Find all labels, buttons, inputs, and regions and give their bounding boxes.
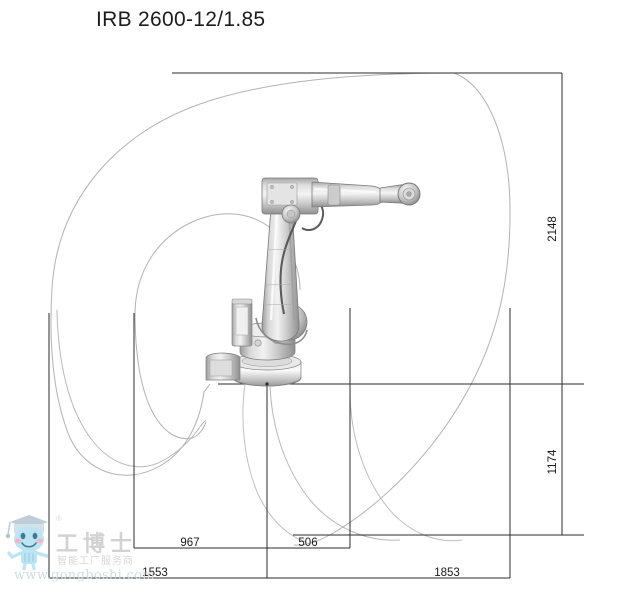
dim-label-967: 967: [180, 537, 199, 549]
tool-flange-core: [406, 191, 412, 197]
dim-label-1174: 1174: [547, 449, 559, 474]
dim-label-2148: 2148: [547, 216, 559, 242]
robot-elbow-housing: [261, 177, 325, 231]
dimension-labels-group: 2148 1174 967 506 1553 1853: [142, 216, 559, 579]
wrist-collar: [327, 184, 341, 206]
elbow-bolt-4: [290, 200, 294, 204]
turntable-bolt-1: [254, 339, 262, 347]
robot-upright-cabinet: [231, 298, 253, 347]
robot-wrist: [379, 182, 421, 206]
envelope-outer-right: [293, 72, 511, 546]
dim-label-1853: 1853: [434, 567, 460, 579]
dim-label-1553: 1553: [142, 567, 168, 579]
cabinet-cap: [231, 298, 253, 305]
elbow-pivot-core: [286, 209, 296, 219]
shoulder-bracket: [255, 317, 308, 346]
arm-rib-3: [263, 303, 298, 306]
elbow-bolt-3: [270, 200, 274, 204]
lower-arm-shadow: [288, 211, 295, 321]
envelope-inner-bottom: [349, 389, 463, 542]
arm-rib-1: [267, 248, 294, 251]
envelope-inner-lower: [134, 311, 207, 440]
cabinet-window: [235, 306, 249, 336]
envelope-below-base-right: [269, 385, 401, 541]
upper-arm-body: [311, 181, 385, 208]
motor-box-face: [209, 359, 233, 377]
elbow-bolt-1: [270, 185, 274, 189]
envelope-outer-boundary: [50, 72, 455, 476]
page-title: IRB 2600-12/1.85: [96, 8, 266, 31]
dimension-lines-group: [48, 72, 584, 579]
upper-arm-highlight: [313, 187, 377, 194]
lower-arm-highlight: [269, 209, 279, 321]
envelope-inner-arc-2: [56, 309, 207, 468]
robot-lower-arm: [261, 196, 300, 342]
robot-motor-box-left: [205, 352, 241, 381]
base-axis-marker: [265, 382, 269, 386]
robot-illustration: [205, 177, 421, 387]
arm-rib-2: [265, 283, 296, 286]
cable-harness: [279, 217, 298, 315]
elbow-bolt-2: [290, 185, 294, 189]
robot-upper-arm: [311, 181, 385, 208]
dim-label-506: 506: [298, 537, 317, 549]
elbow-box-panel: [266, 182, 298, 206]
envelope-below-base-left: [242, 383, 307, 543]
